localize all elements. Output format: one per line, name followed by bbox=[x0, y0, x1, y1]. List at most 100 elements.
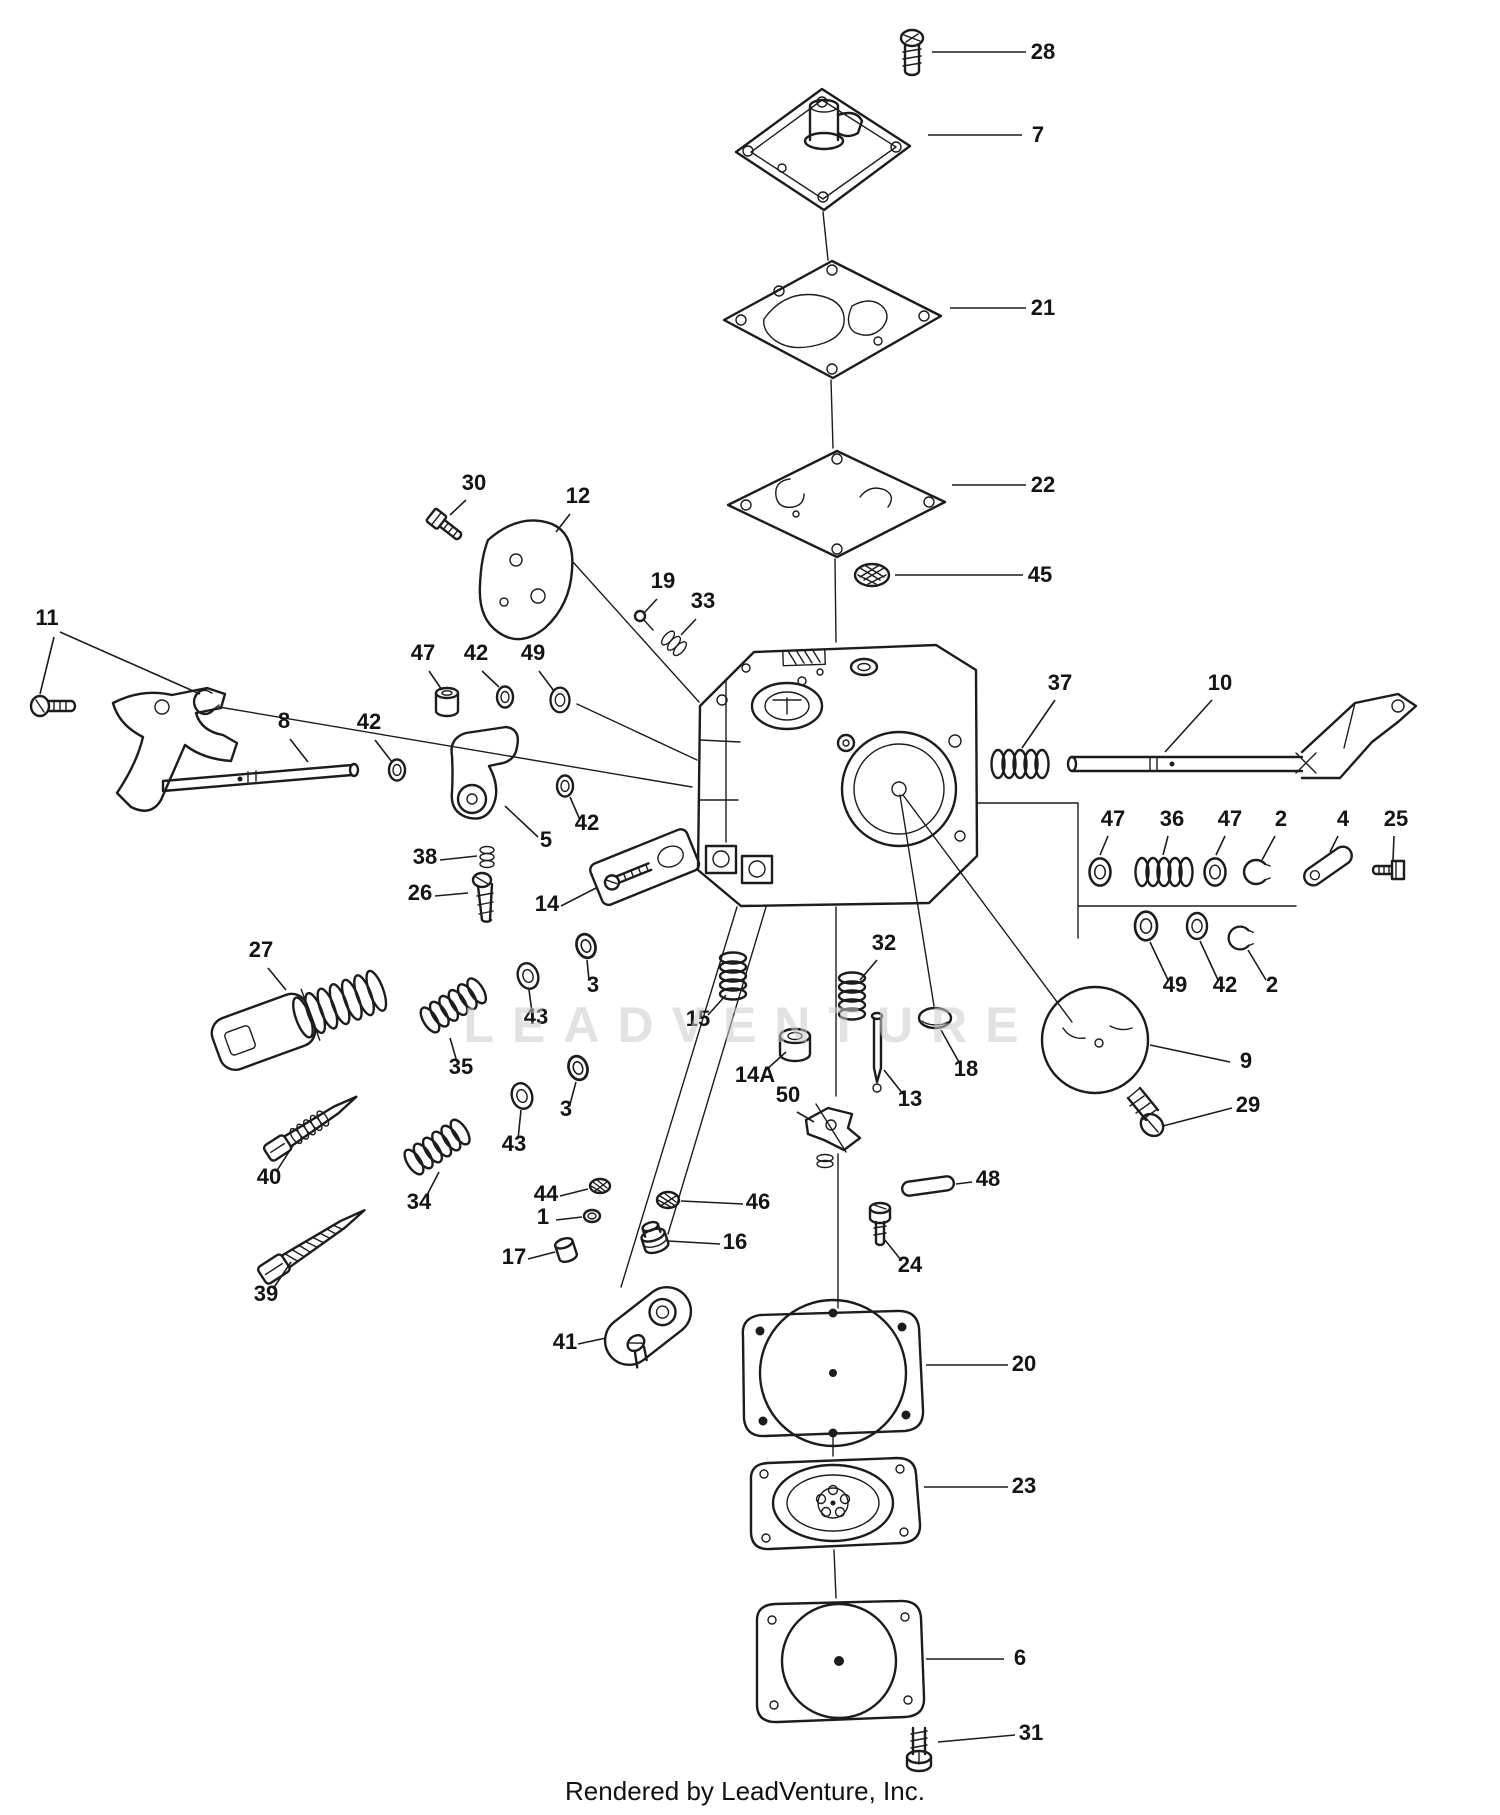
part-12-swivel-plate bbox=[478, 519, 574, 641]
callout-45: 45 bbox=[895, 562, 1052, 587]
callout-2: 2 bbox=[1261, 806, 1287, 861]
callout-4: 4 bbox=[1329, 806, 1350, 853]
part-33-spring bbox=[658, 628, 690, 659]
part-42-washer-shaft bbox=[387, 758, 407, 782]
callout-5: 5 bbox=[504, 805, 552, 852]
callout-34: 34 bbox=[407, 1171, 440, 1214]
callout-31: 31 bbox=[937, 1720, 1043, 1745]
callout-19: 19 bbox=[643, 568, 675, 614]
part-39-mixture-needle bbox=[257, 1209, 366, 1285]
part-47-bushing-left bbox=[434, 686, 460, 718]
svg-text:3: 3 bbox=[587, 972, 599, 997]
svg-text:25: 25 bbox=[1384, 806, 1408, 831]
callout-12: 12 bbox=[555, 483, 590, 533]
callout-40: 40 bbox=[257, 1143, 295, 1189]
callout-14: 14 bbox=[535, 887, 597, 916]
callout-3: 3 bbox=[586, 959, 599, 997]
part-43-washer-lower bbox=[507, 1079, 537, 1113]
part-42-washer-left bbox=[495, 685, 515, 709]
callout-13: 13 bbox=[883, 1069, 922, 1111]
part-22-pump-diaphragm bbox=[726, 449, 947, 559]
callout-50: 50 bbox=[776, 1082, 815, 1123]
svg-text:37: 37 bbox=[1048, 670, 1072, 695]
callout-21: 21 bbox=[950, 295, 1055, 320]
svg-text:1: 1 bbox=[537, 1204, 549, 1229]
svg-text:42: 42 bbox=[357, 709, 381, 734]
part-36-spring bbox=[1134, 856, 1194, 888]
part-3-washer-upper bbox=[572, 930, 600, 962]
callout-37: 37 bbox=[1021, 670, 1072, 749]
svg-text:21: 21 bbox=[1031, 295, 1055, 320]
part-15-spring bbox=[718, 951, 748, 1001]
callout-42: 42 bbox=[569, 796, 599, 835]
part-29-screw bbox=[1126, 1086, 1165, 1138]
callout-1: 1 bbox=[537, 1204, 583, 1229]
part-44-screen-disc bbox=[588, 1177, 612, 1195]
part-7-fuel-pump-cover bbox=[734, 87, 912, 212]
part-34-spring bbox=[399, 1115, 475, 1179]
callout-22: 22 bbox=[952, 472, 1055, 497]
callout-17: 17 bbox=[502, 1244, 556, 1269]
part-19-pin bbox=[633, 609, 654, 631]
callout-35: 35 bbox=[449, 1037, 473, 1079]
part-26-screw bbox=[471, 871, 494, 923]
svg-text:13: 13 bbox=[898, 1086, 922, 1111]
part-49-washer-right bbox=[1133, 910, 1159, 942]
callout-3: 3 bbox=[560, 1081, 577, 1121]
callout-42: 42 bbox=[1199, 940, 1237, 997]
callout-33: 33 bbox=[680, 588, 715, 636]
callout-41: 41 bbox=[553, 1329, 607, 1354]
svg-text:47: 47 bbox=[411, 640, 435, 665]
part-42-washer-cam bbox=[555, 774, 575, 798]
svg-text:27: 27 bbox=[249, 937, 273, 962]
part-27-plunger-assembly bbox=[210, 967, 392, 1072]
part-4-link-plate bbox=[1303, 845, 1353, 887]
callout-30: 30 bbox=[449, 470, 486, 516]
part-47-washer-right-2 bbox=[1203, 857, 1227, 887]
callout-23: 23 bbox=[924, 1473, 1036, 1498]
svg-text:26: 26 bbox=[408, 880, 432, 905]
part-8-choke-shaft bbox=[161, 762, 360, 793]
svg-text:5: 5 bbox=[540, 827, 552, 852]
callout-43: 43 bbox=[502, 1109, 526, 1156]
svg-text:36: 36 bbox=[1160, 806, 1184, 831]
svg-text:48: 48 bbox=[976, 1166, 1000, 1191]
svg-text:42: 42 bbox=[1213, 972, 1237, 997]
svg-text:32: 32 bbox=[872, 930, 896, 955]
part-14-plate-screw bbox=[589, 828, 701, 907]
svg-text:43: 43 bbox=[524, 1004, 548, 1029]
part-16-valve-body bbox=[640, 1220, 670, 1255]
svg-text:8: 8 bbox=[278, 708, 290, 733]
svg-text:33: 33 bbox=[691, 588, 715, 613]
construction-lines bbox=[218, 211, 1297, 1599]
svg-text:41: 41 bbox=[553, 1329, 577, 1354]
svg-text:31: 31 bbox=[1019, 1720, 1043, 1745]
svg-text:23: 23 bbox=[1012, 1473, 1036, 1498]
callout-8: 8 bbox=[278, 708, 309, 763]
svg-text:2: 2 bbox=[1275, 806, 1287, 831]
part-20-metering-gasket bbox=[741, 1298, 925, 1448]
svg-text:11: 11 bbox=[35, 605, 58, 630]
part-13-inlet-needle bbox=[870, 1011, 884, 1093]
svg-text:50: 50 bbox=[776, 1082, 800, 1107]
svg-text:20: 20 bbox=[1012, 1351, 1036, 1376]
part-6-bottom-cover bbox=[755, 1599, 926, 1724]
callout-7: 7 bbox=[928, 122, 1044, 147]
svg-text:49: 49 bbox=[1163, 972, 1187, 997]
callout-27: 27 bbox=[249, 937, 287, 991]
callout-39: 39 bbox=[254, 1261, 292, 1306]
part-41-nozzle-assembly bbox=[603, 1286, 693, 1369]
part-28-screw bbox=[899, 28, 925, 77]
svg-text:10: 10 bbox=[1208, 670, 1232, 695]
svg-text:16: 16 bbox=[723, 1229, 747, 1254]
svg-text:45: 45 bbox=[1028, 562, 1052, 587]
svg-text:38: 38 bbox=[413, 844, 437, 869]
svg-text:47: 47 bbox=[1218, 806, 1242, 831]
svg-text:28: 28 bbox=[1031, 39, 1055, 64]
callout-18: 18 bbox=[940, 1029, 978, 1081]
part-5-cam-lever bbox=[450, 725, 520, 820]
part-30-screw bbox=[425, 507, 463, 541]
callout-11: 11 bbox=[35, 605, 201, 695]
part-40-mixture-needle bbox=[262, 1095, 358, 1162]
